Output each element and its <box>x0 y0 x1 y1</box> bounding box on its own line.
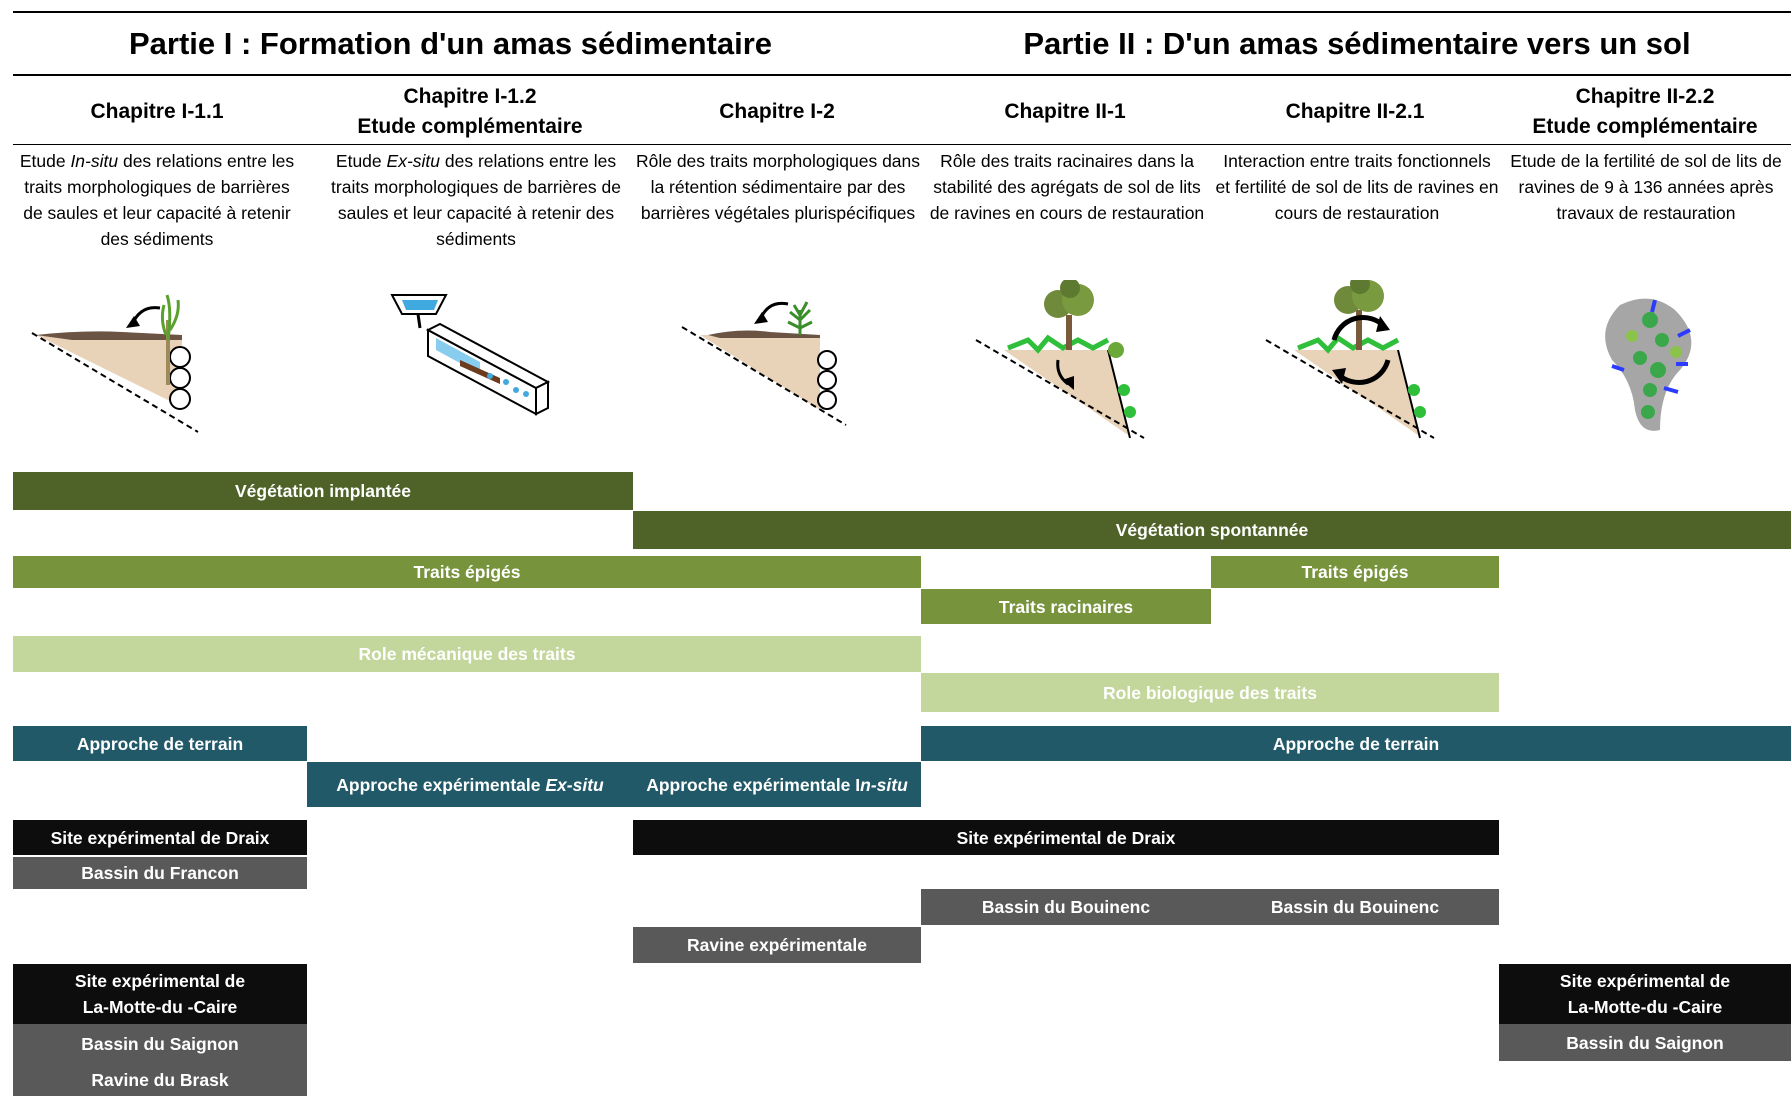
chapter-title: Chapitre II-2.1 <box>1285 100 1425 123</box>
bar-bassin-saignon: Bassin du Saignon <box>13 1024 307 1064</box>
bar-site-draix: Site expérimental de Draix <box>13 820 307 855</box>
top-rule <box>13 11 1791 13</box>
chapter-6-header: Chapitre II-2.2 Etude complémentaire <box>1501 78 1789 146</box>
chapter-5-header: Chapitre II-2.1 <box>1211 78 1499 146</box>
chapter-title: Chapitre I-1.1 <box>90 100 224 123</box>
chapter-3-description: Rôle des traits morphologiques dans la r… <box>634 148 922 226</box>
desc-text: Etude <box>19 151 71 171</box>
bar-bassin-bouinenc: Bassin du Bouinenc <box>1211 889 1499 925</box>
root-aggregate-icon <box>948 278 1236 440</box>
chapter-title: Chapitre I-1.2 <box>403 85 537 108</box>
bar-traits-epiges: Traits épigés <box>13 556 921 588</box>
chapter-title: Chapitre II-1 <box>1004 100 1126 123</box>
desc-text: Etude <box>335 151 387 171</box>
bar-ravine-experimentale: Ravine expérimentale <box>633 927 921 963</box>
bar-site-la-motte-du-caire: Site expérimental de La-Motte-du -Caire <box>13 964 307 1024</box>
bar-role-biologique: Role biologique des traits <box>921 673 1499 712</box>
desc-text: Etude de la fertilité de sol de lits de … <box>1510 151 1782 223</box>
bar-approche-terrain: Approche de terrain <box>921 726 1791 761</box>
chapter-5-description: Interaction entre traits fonctionnels et… <box>1214 148 1500 226</box>
bar-vegetation-spontanee: Végétation spontannée <box>633 511 1791 549</box>
bar-label: Site expérimental de <box>1559 971 1731 991</box>
desc-text: Interaction entre traits fonctionnels et… <box>1215 151 1499 223</box>
bar-approche-experimentale-exsitu: Approche expérimentale Ex-situ <box>307 762 633 807</box>
bar-traits-epiges: Traits épigés <box>1211 556 1499 588</box>
chapter-title: Chapitre II-2.2 <box>1575 85 1715 108</box>
chapter-subtitle: Etude complémentaire <box>357 115 583 138</box>
bar-label: La-Motte-du -Caire <box>82 997 238 1017</box>
sediment-lobe-icon <box>1500 280 1788 440</box>
bar-label: La-Motte-du -Caire <box>1567 997 1723 1017</box>
chapter-4-header: Chapitre II-1 <box>921 78 1209 146</box>
chapter-3-header: Chapitre I-2 <box>633 78 921 146</box>
chapter-6-description: Etude de la fertilité de sol de lits de … <box>1503 148 1789 226</box>
desc-text: Rôle des traits morphologiques dans la r… <box>635 151 921 223</box>
bar-vegetation-implantee: Végétation implantée <box>13 472 633 510</box>
part-1-title: Partie I : Formation d'un amas sédimenta… <box>128 26 773 61</box>
desc-emphasis: In-situ <box>70 151 119 171</box>
desc-text: des relations entre les traits morpholog… <box>23 151 295 249</box>
bar-approche-terrain: Approche de terrain <box>13 726 307 761</box>
bar-site-la-motte-du-caire: Site expérimental de La-Motte-du -Caire <box>1499 964 1791 1024</box>
chapter-2-description: Etude Ex-situ des relations entre les tr… <box>326 148 626 252</box>
chapter-rule <box>13 144 1791 145</box>
bar-role-mecanique: Role mécanique des traits <box>13 636 921 672</box>
bar-site-draix: Site expérimental de Draix <box>633 820 1499 855</box>
chapter-subtitle: Etude complémentaire <box>1532 115 1758 138</box>
chapter-4-description: Rôle des traits racinaires dans la stabi… <box>925 148 1209 226</box>
bar-ravine-brask: Ravine du Brask <box>13 1064 307 1096</box>
bar-bassin-bouinenc: Bassin du Bouinenc <box>921 889 1211 925</box>
bar-bassin-saignon: Bassin du Saignon <box>1499 1024 1791 1061</box>
desc-text: Rôle des traits racinaires dans la stabi… <box>929 151 1205 223</box>
bar-label: Approche expérimentale I <box>646 774 861 795</box>
bar-bassin-francon: Bassin du Francon <box>13 857 307 889</box>
chapter-1-header: Chapitre I-1.1 <box>13 78 301 146</box>
bar-label: Site expérimental de <box>74 971 246 991</box>
flume-experiment-icon <box>340 280 628 440</box>
soil-fertility-cycle-icon <box>1238 274 1526 440</box>
slope-fascine-icon <box>22 280 310 440</box>
bar-label-emphasis: n-situ <box>860 774 908 795</box>
bar-label: Approche expérimentale <box>336 774 546 795</box>
chapter-1-description: Etude In-situ des relations entre les tr… <box>13 148 301 252</box>
bar-traits-racinaires: Traits racinaires <box>921 589 1211 624</box>
chapter-2-header: Chapitre I-1.2 Etude complémentaire <box>326 78 614 146</box>
desc-text: des relations entre les traits morpholog… <box>331 151 621 249</box>
desc-emphasis: Ex-situ <box>386 151 440 171</box>
part-rule <box>13 74 1791 76</box>
part-2-title: Partie II : D'un amas sédimentaire vers … <box>1023 26 1691 61</box>
slope-mixed-barrier-icon <box>660 280 948 440</box>
chapter-title: Chapitre I-2 <box>719 100 835 123</box>
bar-label-emphasis: Ex-situ <box>545 774 604 795</box>
